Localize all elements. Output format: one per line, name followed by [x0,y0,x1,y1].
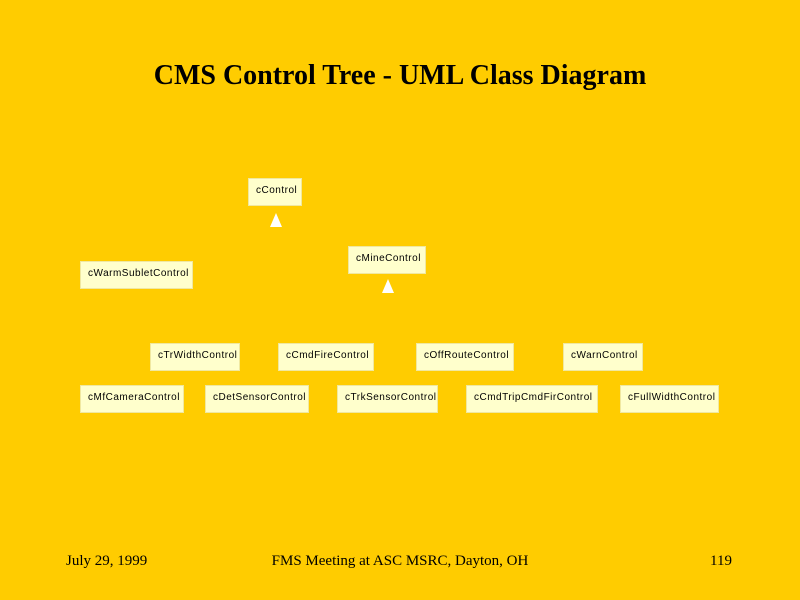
slide-title: CMS Control Tree - UML Class Diagram [153,60,647,91]
footer-event: FMS Meeting at ASC MSRC, Dayton, OH [271,553,529,569]
class-box-cfullwidthcontrol: cFullWidthControl [620,385,719,413]
class-box-cwarmsubletcontrol: cWarmSubletControl [80,261,193,289]
class-box-ccmdtripcmdfircontrol: cCmdTripCmdFirControl [466,385,598,413]
class-box-coffroutecontrol: cOffRouteControl [416,343,514,371]
class-box-ctrksensorcontrol: cTrkSensorControl [337,385,438,413]
class-box-cmfcameracontrol: cMfCameraControl [80,385,184,413]
class-box-cdetsensorcontrol: cDetSensorControl [205,385,309,413]
footer-date: July 29, 1999 [66,553,148,569]
inheritance-arrow-icon [382,279,394,293]
class-box-ccontrol: cControl [248,178,302,206]
class-box-cwarncontrol: cWarnControl [563,343,643,371]
class-box-cminecontrol: cMineControl [348,246,426,274]
class-box-ccmdfirecontrol: cCmdFireControl [278,343,374,371]
page-number: 119 [710,553,732,569]
inheritance-arrow-icon [270,213,282,227]
class-box-ctrwidthcontrol: cTrWidthControl [150,343,240,371]
